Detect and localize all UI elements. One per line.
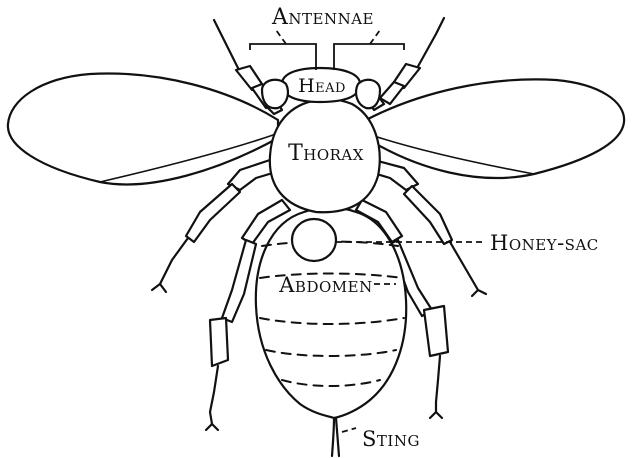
honey-sac bbox=[292, 219, 336, 261]
abdomen-label: Abdomen bbox=[278, 273, 372, 297]
honey-sac-label: Honey-sac bbox=[490, 231, 599, 255]
head-label: Head bbox=[298, 75, 346, 97]
left-wing bbox=[8, 73, 278, 184]
right-wing bbox=[366, 79, 624, 178]
antennae-label: Antennae bbox=[271, 5, 374, 30]
sting-label: Sting bbox=[362, 427, 420, 451]
antennae-bracket bbox=[250, 30, 404, 70]
thorax-label: Thorax bbox=[288, 141, 364, 166]
sting-leader bbox=[342, 428, 356, 432]
